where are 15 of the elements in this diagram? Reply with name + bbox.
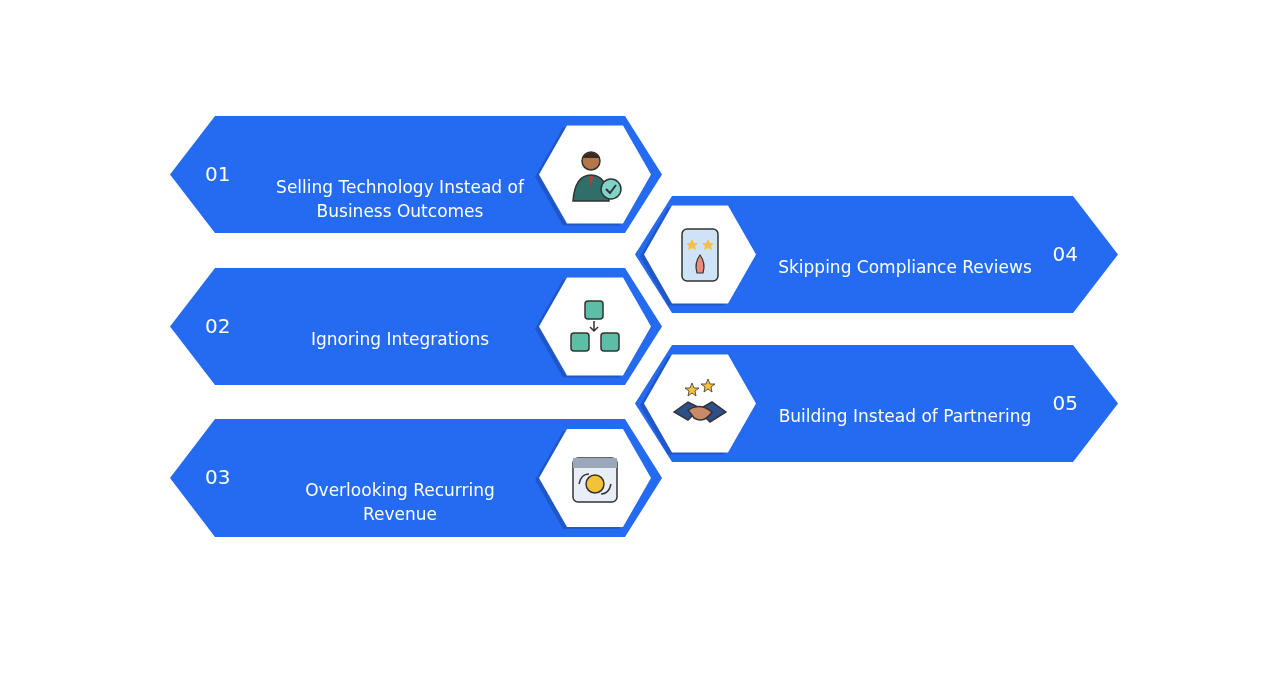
arrow-banner — [170, 268, 662, 385]
arrow-banner — [170, 419, 662, 537]
arrow-banner — [635, 345, 1118, 462]
step-title: Selling Technology Instead of Business Outcomes — [275, 175, 526, 223]
step-title: Skipping Compliance Reviews — [777, 255, 1033, 279]
arrow-banner — [170, 116, 662, 233]
step-title: Overlooking Recurring Revenue — [304, 479, 496, 526]
arrow-banner — [635, 196, 1118, 313]
step-number: 04 — [1052, 241, 1078, 266]
step-number: 05 — [1052, 390, 1078, 415]
step-title: Building Instead of Partnering — [777, 404, 1033, 428]
step-title: Ignoring Integrations — [309, 327, 491, 351]
step-number: 01 — [205, 161, 231, 186]
step-number: 02 — [205, 313, 231, 338]
step-number: 03 — [205, 465, 231, 489]
